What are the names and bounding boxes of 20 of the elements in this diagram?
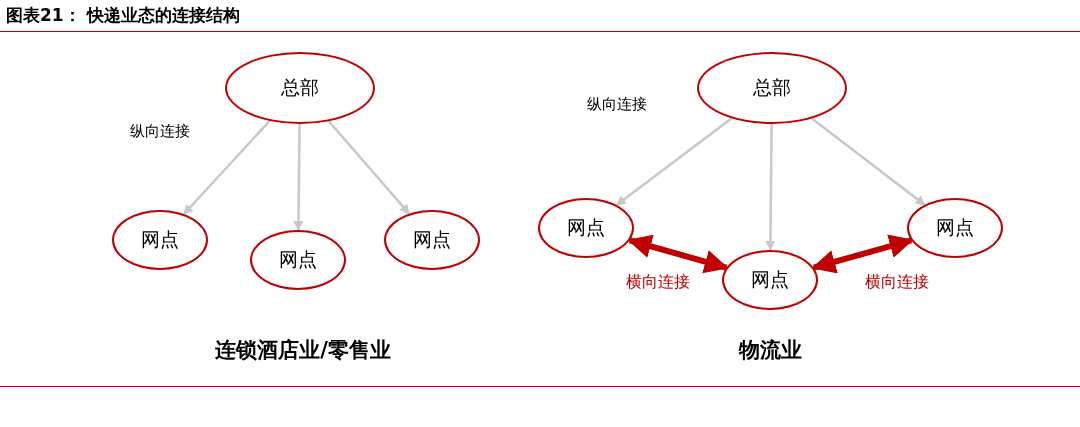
- annotation: 纵向连接: [586, 95, 648, 114]
- node-label: 总部: [281, 75, 319, 100]
- node-label: 网点: [413, 227, 451, 252]
- node-label: 网点: [751, 267, 789, 292]
- arrow: [615, 117, 733, 206]
- arrow: [811, 117, 926, 206]
- node-label: 网点: [567, 215, 605, 240]
- node-label: 网点: [141, 227, 179, 252]
- annotation: 纵向连接: [129, 122, 191, 141]
- arrow: [765, 124, 776, 251]
- arrow: [293, 124, 304, 231]
- ellipse-node: [722, 250, 818, 310]
- title: 图表21： 快递业态的连接结构: [6, 4, 240, 27]
- node-label: 网点: [936, 215, 974, 240]
- node-label: 网点: [279, 247, 317, 272]
- node-label: 总部: [753, 75, 791, 100]
- ellipse-node: [538, 198, 634, 258]
- ellipse-node: [907, 198, 1003, 258]
- section-caption: 物流业: [737, 337, 803, 364]
- section-caption: 连锁酒店业/零售业: [214, 337, 392, 364]
